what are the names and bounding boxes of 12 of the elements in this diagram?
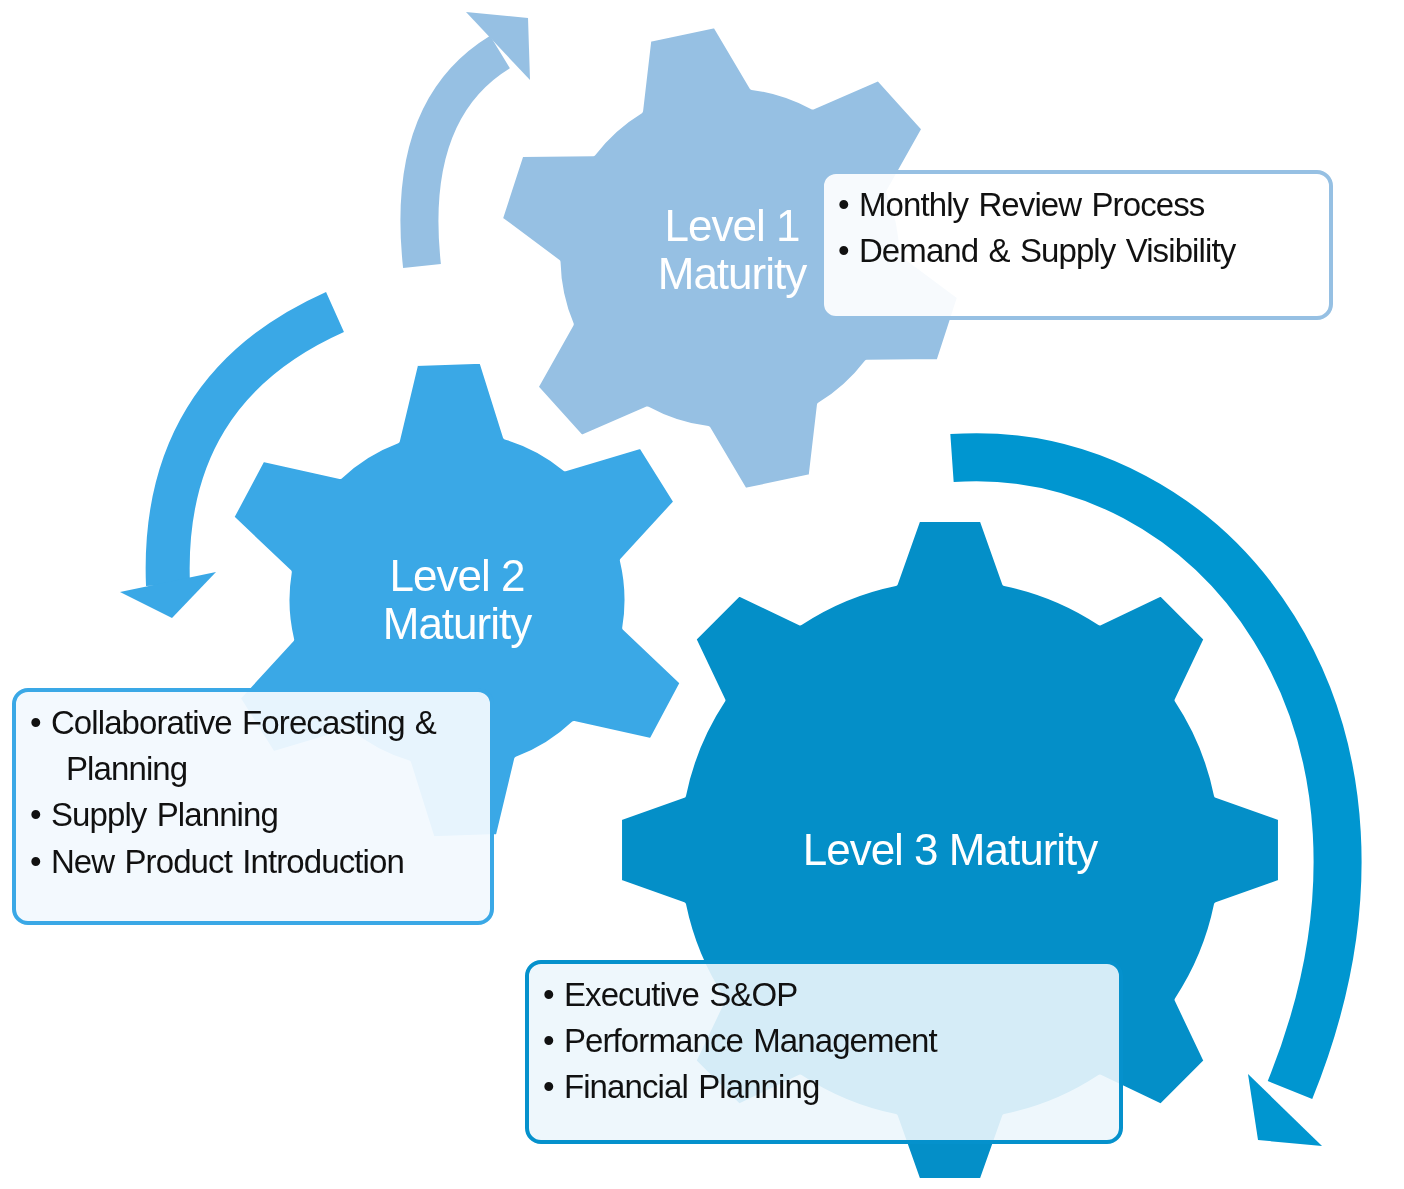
bullet-item: • Financial Planning <box>543 1067 821 1108</box>
bullet-item: • Demand & Supply Visibility <box>838 231 1237 272</box>
gear-label: Level 1 Maturity <box>656 201 808 299</box>
bullet-item: • Monthly Review Process <box>838 185 1206 225</box>
bullet-item: • Collaborative Forecasting & Planning <box>30 703 438 790</box>
bullet-card <box>525 960 1123 1144</box>
bullet-item: • Performance Management <box>543 1021 939 1062</box>
gear-label: Level 2 Maturity <box>381 551 533 649</box>
gear-label: Level 3 Maturity <box>801 825 1099 875</box>
bullet-item: • Executive S&OP <box>543 975 799 1015</box>
bullet-item: • New Product Introduction <box>30 841 405 882</box>
bullet-item: • Supply Planning <box>30 795 279 836</box>
